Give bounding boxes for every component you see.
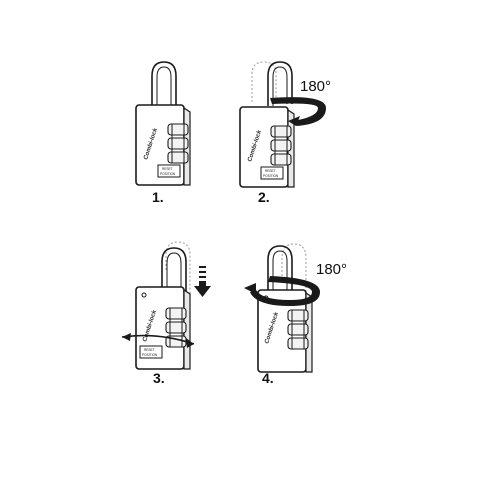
step-2-label: 2. — [258, 189, 270, 205]
step-1-label: 1. — [152, 189, 164, 205]
step-4-label: 4. — [262, 370, 274, 386]
step-3-padlock: Combi-lock RESET POSITION — [121, 241, 211, 370]
step-1-tag-line2: POSITION — [160, 172, 176, 176]
step-3-tag-line1: RESET — [144, 348, 155, 352]
step-4-rotation-arrow — [250, 276, 320, 306]
step-1-tag-line1: RESET — [162, 167, 173, 171]
step-3-label: 3. — [153, 370, 165, 386]
step-2-tag-line2: POSITION — [263, 174, 279, 178]
step-2-rotation-arrow — [270, 97, 326, 126]
step-2-padlock: Combi-lock RESET POSITION — [239, 61, 326, 188]
step-4-padlock: Combi-lock — [244, 243, 320, 373]
step-1-padlock: Combi-lock RESET POSITION — [135, 61, 191, 186]
step-3-tag-line2: POSITION — [142, 353, 158, 357]
step-2-tag-line1: RESET — [265, 169, 276, 173]
step-2-angle-label: 180° — [300, 78, 331, 95]
step-4-angle-label: 180° — [316, 261, 347, 278]
step-3-press-arrow — [194, 266, 211, 297]
